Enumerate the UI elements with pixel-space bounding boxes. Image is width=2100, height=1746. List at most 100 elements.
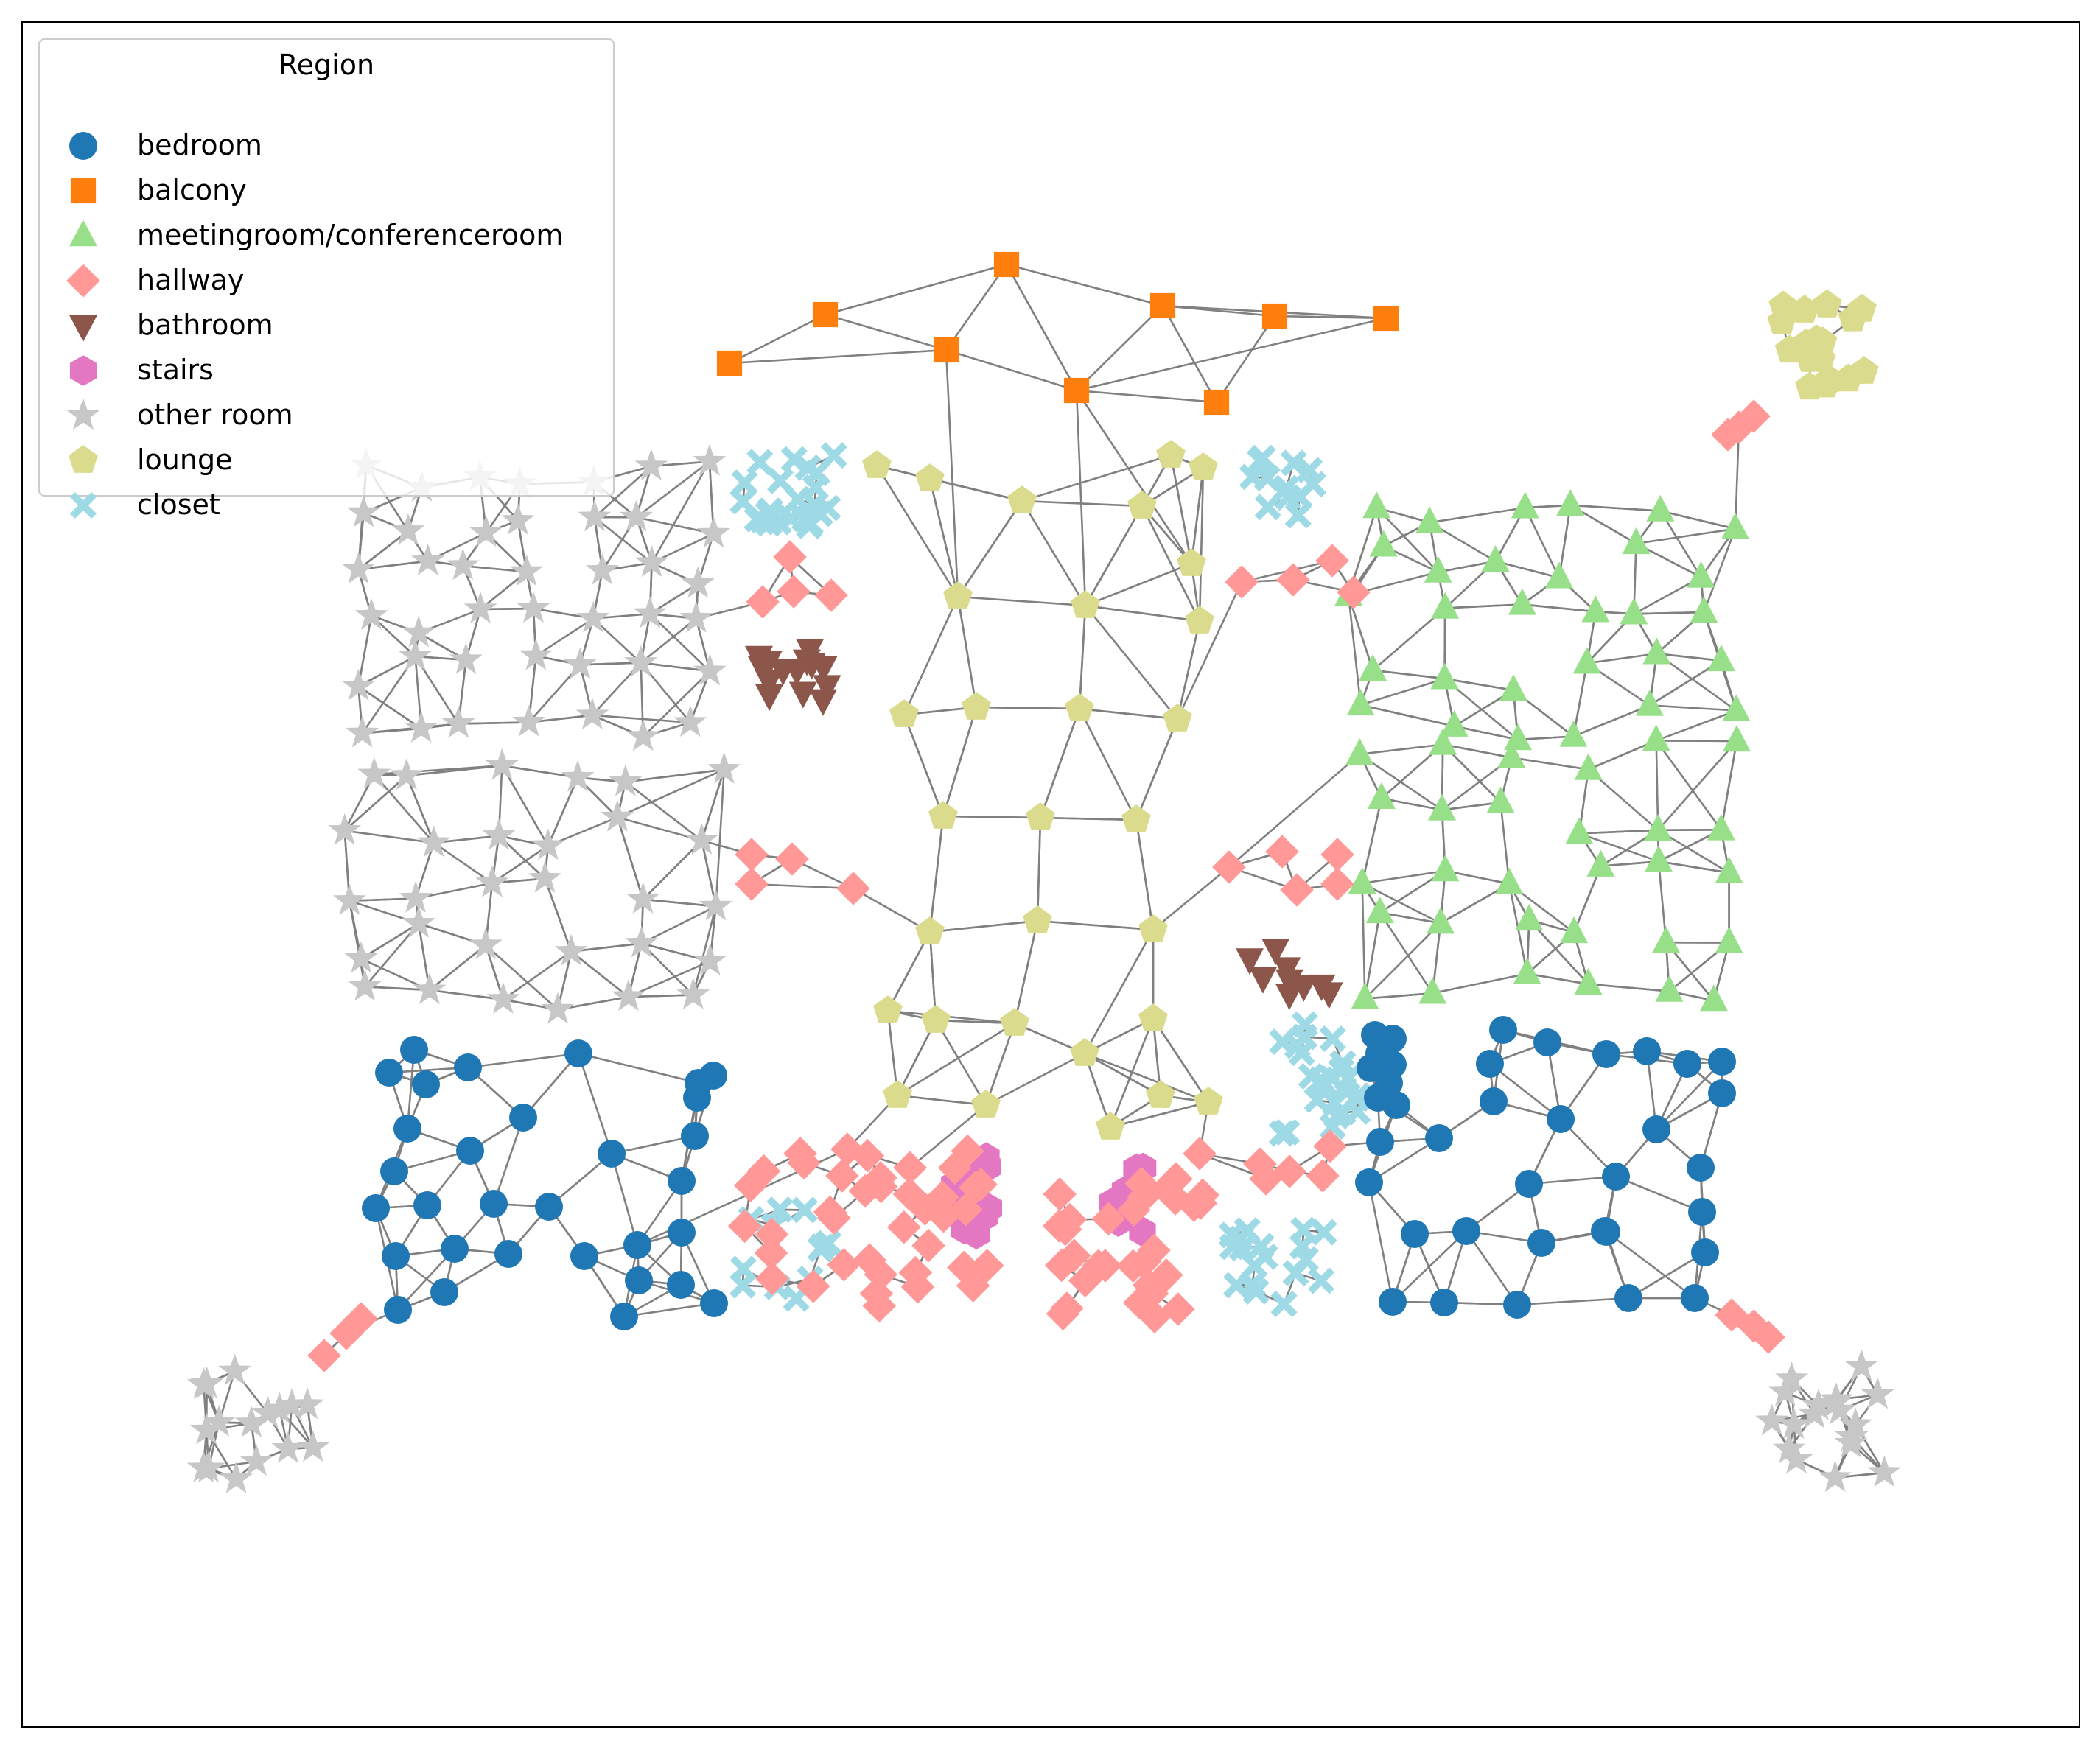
node-meetingroom-conferenceroom	[1707, 813, 1735, 841]
graph-edge	[1037, 919, 1154, 931]
graph-edge	[1364, 912, 1381, 999]
node-lounge	[1790, 295, 1819, 323]
node-other-room	[332, 883, 366, 915]
legend-marker-icon	[69, 355, 97, 386]
node-bedroom	[400, 1036, 428, 1064]
node-closet	[1310, 1219, 1337, 1246]
node-bedroom	[1708, 1048, 1736, 1076]
node-meetingroom-conferenceroom	[1481, 545, 1510, 572]
node-bedroom	[1480, 1087, 1508, 1115]
node-bathroom	[1261, 939, 1290, 966]
node-lounge	[915, 463, 945, 491]
node-hallway	[1243, 1147, 1277, 1181]
node-bedroom	[1681, 1284, 1709, 1312]
node-balcony	[1261, 303, 1288, 329]
graph-edge	[1572, 866, 1602, 933]
node-closet	[766, 1196, 794, 1224]
graph-edge	[365, 986, 430, 992]
node-bedroom	[1527, 1229, 1555, 1257]
node-meetingroom-conferenceroom	[1365, 897, 1394, 924]
node-lounge	[1815, 364, 1844, 393]
node-lounge	[1189, 452, 1218, 480]
node-hallway	[1313, 1129, 1347, 1163]
node-bedroom	[1379, 1288, 1407, 1316]
legend-entry: bathroom	[40, 304, 613, 348]
node-bedroom	[535, 1193, 563, 1221]
graph-edge	[406, 765, 503, 777]
node-bedroom	[412, 1070, 440, 1098]
graph-edge	[1013, 920, 1039, 1024]
graph-edge	[1429, 506, 1525, 524]
node-meetingroom-conferenceroom	[1545, 561, 1573, 589]
legend-label: bathroom	[137, 309, 273, 341]
node-hallway	[1088, 1249, 1122, 1283]
node-closet	[808, 1233, 836, 1261]
node-hallway	[1320, 867, 1354, 901]
node-lounge	[1791, 328, 1821, 357]
node-other-room	[1867, 1455, 1901, 1487]
node-closet	[746, 449, 774, 476]
legend-entry: closet	[40, 483, 613, 527]
graph-edge	[1347, 595, 1362, 706]
node-hallway	[734, 1168, 768, 1202]
node-other-room	[346, 495, 381, 527]
node-meetingroom-conferenceroom	[1495, 867, 1524, 894]
graph-edge	[1656, 1061, 1723, 1130]
graph-edge	[1528, 1175, 1617, 1185]
node-hallway	[898, 1255, 933, 1290]
node-closet	[1270, 1290, 1298, 1317]
graph-edge	[1656, 740, 1737, 743]
graph-edge	[1372, 669, 1445, 680]
node-meetingroom-conferenceroom	[1369, 530, 1398, 557]
node-other-room	[399, 880, 433, 913]
node-other-room	[501, 502, 535, 535]
node-closet	[1242, 1277, 1270, 1305]
node-balcony	[1373, 305, 1399, 332]
node-bedroom	[564, 1039, 592, 1067]
graph-edge	[1438, 560, 1496, 573]
graph-edge	[929, 477, 1023, 502]
node-other-room	[357, 757, 391, 789]
node-closet	[1329, 1050, 1357, 1077]
node-hallway	[1161, 1292, 1195, 1326]
node-other-room	[348, 969, 382, 1001]
node-bedroom	[1633, 1037, 1661, 1065]
plot-area	[21, 21, 2080, 1728]
graph-edge	[1083, 929, 1155, 1054]
node-meetingroom-conferenceroom	[1508, 588, 1536, 615]
graph-edge	[405, 775, 435, 844]
node-meetingroom-conferenceroom	[1348, 867, 1376, 894]
graph-edge	[373, 774, 435, 844]
node-bedroom	[430, 1278, 458, 1306]
graph-edge	[1084, 505, 1144, 606]
node-bedroom	[1425, 1124, 1453, 1152]
node-other-room	[563, 647, 597, 679]
node-meetingroom-conferenceroom	[1722, 694, 1751, 721]
legend-entry: other room	[40, 393, 613, 438]
node-hallway	[947, 1250, 981, 1285]
node-meetingroom-conferenceroom	[1574, 753, 1603, 780]
node-hallway	[783, 1137, 817, 1171]
graph-edge	[1376, 507, 1439, 573]
node-other-room	[685, 823, 718, 855]
node-other-room	[1838, 1407, 1872, 1440]
node-bathroom	[1273, 957, 1301, 984]
node-hallway	[746, 585, 780, 619]
node-lounge	[1070, 1038, 1099, 1066]
node-bathroom	[1315, 982, 1343, 1009]
node-bedroom	[1547, 1105, 1575, 1133]
legend-marker-icon	[69, 445, 98, 473]
node-other-room	[391, 513, 425, 545]
node-lounge	[1071, 590, 1100, 618]
node-hallway	[911, 1228, 945, 1263]
graph-edge	[485, 944, 559, 1011]
node-other-room	[1819, 1460, 1852, 1493]
node-bedroom	[681, 1122, 709, 1150]
graph-edge	[1588, 740, 1657, 771]
node-meetingroom-conferenceroom	[1690, 596, 1718, 623]
node-other-room	[341, 668, 375, 701]
graph-edge	[897, 1094, 987, 1107]
graph-edge	[1075, 390, 1087, 606]
legend-marker-icon	[66, 398, 100, 430]
